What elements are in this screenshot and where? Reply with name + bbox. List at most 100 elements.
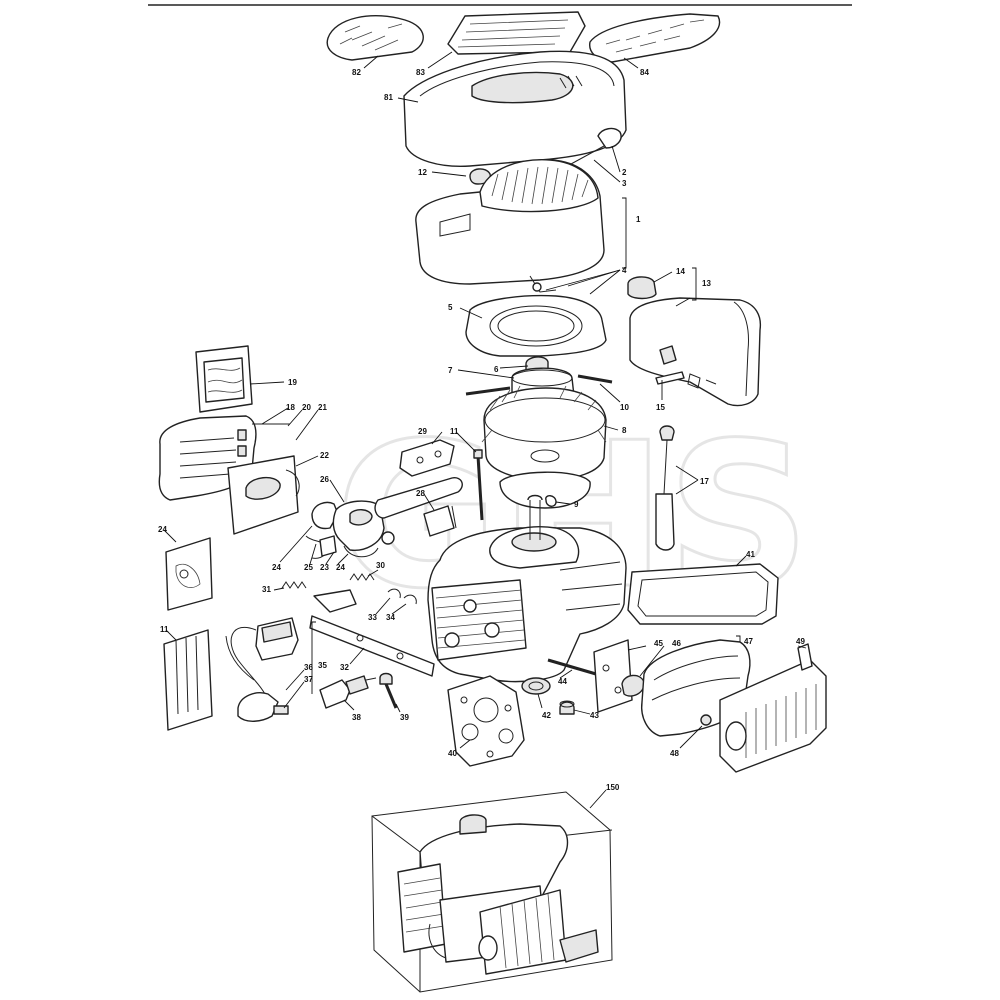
part-17-dipstick xyxy=(655,425,675,551)
callout-17: 17 xyxy=(700,477,709,486)
callout-44: 44 xyxy=(558,677,567,686)
part-37-spark-plug-cap xyxy=(237,692,289,722)
part-24-gasket xyxy=(165,537,213,611)
part-30-spring xyxy=(349,573,375,581)
part-84-side-grille xyxy=(589,13,721,63)
callout-24-left: 24 xyxy=(158,525,167,534)
callout-28: 28 xyxy=(416,489,425,498)
callout-22: 22 xyxy=(320,451,329,460)
callout-19: 19 xyxy=(288,378,297,387)
callout-81: 81 xyxy=(384,93,393,102)
part-34-clip xyxy=(403,594,417,605)
part-22-filter-base xyxy=(227,455,300,535)
callout-10: 10 xyxy=(620,403,629,412)
callout-41: 41 xyxy=(746,550,755,559)
part-31-spring xyxy=(281,581,307,589)
part-23-gasket xyxy=(319,535,337,557)
callout-40: 40 xyxy=(448,749,457,758)
part-33-clip xyxy=(387,588,401,599)
callout-4: 4 xyxy=(622,266,627,275)
part-11-bolt-set xyxy=(163,629,213,731)
callout-48: 48 xyxy=(670,749,679,758)
callout-20: 20 xyxy=(302,403,311,412)
callout-30: 30 xyxy=(376,561,385,570)
part-1-recoil-starter xyxy=(415,159,605,293)
callout-33: 33 xyxy=(368,613,377,622)
part-83-top-grille xyxy=(447,11,586,55)
part-41-sump-gasket xyxy=(627,563,779,625)
callout-43: 43 xyxy=(590,711,599,720)
part-13-fuel-tank xyxy=(629,297,762,407)
callout-35: 35 xyxy=(318,661,327,670)
callout-15: 15 xyxy=(656,403,665,412)
callout-14: 14 xyxy=(676,267,685,276)
callout-150: 150 xyxy=(606,783,620,792)
part-45-heat-shield xyxy=(593,639,633,713)
part-14-fuel-cap xyxy=(627,276,657,300)
part-9-woodruff-key xyxy=(545,495,557,507)
part-49-muffler-guard xyxy=(719,643,827,773)
part-46-exhaust-gasket xyxy=(621,674,645,697)
callout-11-upper: 11 xyxy=(450,427,459,436)
callout-34: 34 xyxy=(386,613,395,622)
part-2-starter-handle xyxy=(559,127,622,171)
part-32-control-lever xyxy=(309,589,435,677)
callout-82: 82 xyxy=(352,68,361,77)
callout-25: 25 xyxy=(304,563,313,572)
part-81-engine-shroud xyxy=(403,50,627,168)
part-5-base-plate xyxy=(465,294,607,357)
part-40-head-gasket xyxy=(447,675,525,767)
callout-46: 46 xyxy=(672,639,681,648)
callout-9: 9 xyxy=(574,500,579,509)
callout-31: 31 xyxy=(262,585,271,594)
part-26-carburettor xyxy=(311,500,395,558)
callout-6: 6 xyxy=(494,365,499,374)
part-19-air-filter xyxy=(195,345,253,413)
callout-7: 7 xyxy=(448,366,453,375)
callout-26: 26 xyxy=(320,475,329,484)
callout-3: 3 xyxy=(622,179,627,188)
part-10-key xyxy=(465,374,613,396)
callout-2: 2 xyxy=(622,168,627,177)
part-8-flywheel xyxy=(481,385,607,509)
callout-labels: 82 83 84 81 12 2 3 1 4 14 13 5 7 6 10 15… xyxy=(158,68,805,792)
callout-39: 39 xyxy=(400,713,409,722)
callout-24-carb-b: 24 xyxy=(336,563,345,572)
part-44-rod xyxy=(547,658,597,676)
part-15-tank-bracket xyxy=(655,371,685,385)
part-82-cover-insert xyxy=(326,14,424,61)
callout-32: 32 xyxy=(340,663,349,672)
callout-38: 38 xyxy=(352,713,361,722)
part-35-ignition-coil xyxy=(225,617,299,701)
callout-1: 1 xyxy=(636,215,641,224)
callout-18: 18 xyxy=(286,403,295,412)
leader-lines xyxy=(163,51,807,809)
callout-36: 36 xyxy=(304,663,313,672)
callout-8: 8 xyxy=(622,426,627,435)
callout-13: 13 xyxy=(702,279,711,288)
callout-21: 21 xyxy=(318,403,327,412)
callout-45: 45 xyxy=(654,639,663,648)
part-43-drain-plug xyxy=(559,700,575,715)
part-28-intake-tube xyxy=(374,477,463,537)
callout-49: 49 xyxy=(796,637,805,646)
callout-5: 5 xyxy=(448,303,453,312)
callout-42: 42 xyxy=(542,711,551,720)
part-11-bolt xyxy=(473,449,484,521)
part-38-spark-plug xyxy=(319,675,377,709)
part-42-oil-seal xyxy=(521,677,551,695)
callout-84: 84 xyxy=(640,68,649,77)
callout-23: 23 xyxy=(320,563,329,572)
callout-83: 83 xyxy=(416,68,425,77)
callout-12: 12 xyxy=(418,168,427,177)
callout-37: 37 xyxy=(304,675,313,684)
callout-47: 47 xyxy=(744,637,753,646)
engine-block xyxy=(427,494,627,683)
callout-29: 29 xyxy=(418,427,427,436)
callout-11-lower: 11 xyxy=(160,625,169,634)
part-150-complete-engine xyxy=(371,791,613,993)
part-48-plug xyxy=(700,714,712,726)
part-29-bracket xyxy=(399,439,455,477)
callout-24-carb-a: 24 xyxy=(272,563,281,572)
